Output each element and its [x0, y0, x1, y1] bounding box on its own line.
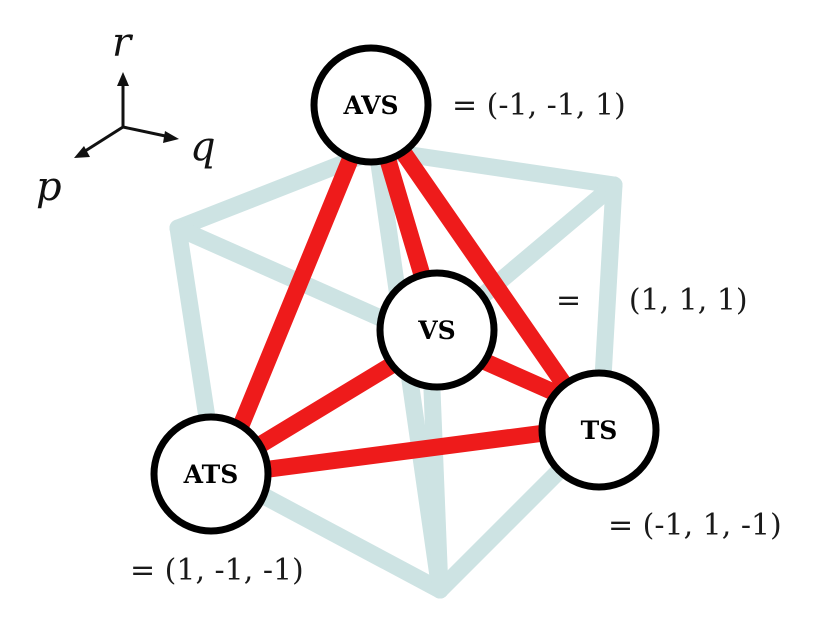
- edge-avs-ats: [224, 146, 361, 454]
- q-axis-arrowhead: [163, 131, 179, 143]
- p-axis-arrowhead: [74, 146, 90, 158]
- node-vs: VS: [376, 269, 498, 391]
- node-ats: ATS: [150, 413, 272, 535]
- p-axis-arrow: [81, 125, 124, 155]
- vs-coordinate: = (1, 1, 1): [556, 283, 748, 318]
- node-ts-label: TS: [581, 416, 618, 445]
- edge-avs-ts: [394, 143, 584, 409]
- edge-avs-vs: [376, 141, 434, 294]
- cube-edge: [368, 141, 623, 194]
- node-ts-circle: [538, 369, 660, 491]
- node-ats-circle: [150, 413, 272, 535]
- q-axis-label: q: [190, 124, 216, 170]
- edge-ats-ts: [253, 423, 561, 479]
- ts-coordinate: = (-1, 1, -1): [608, 508, 782, 543]
- r-axis-arrowhead: [117, 72, 129, 86]
- axis-triad: [74, 72, 179, 158]
- node-avs-circle: [310, 44, 432, 166]
- ats-coordinate: = (1, -1, -1): [130, 553, 304, 588]
- q-axis-arrow: [122, 125, 171, 139]
- node-vs-label: VS: [417, 316, 455, 345]
- node-avs: AVS: [310, 44, 432, 166]
- avs-coordinate: = (-1, -1, 1): [452, 88, 626, 123]
- node-avs-label: AVS: [342, 91, 398, 120]
- tetrahedron-edges: [224, 141, 584, 479]
- node-ats-label: ATS: [183, 460, 239, 489]
- p-axis-label: p: [36, 164, 62, 210]
- node-vs-circle: [376, 269, 498, 391]
- node-ts: TS: [538, 369, 660, 491]
- edge-vs-ats: [246, 351, 409, 457]
- r-axis-label: r: [112, 20, 134, 66]
